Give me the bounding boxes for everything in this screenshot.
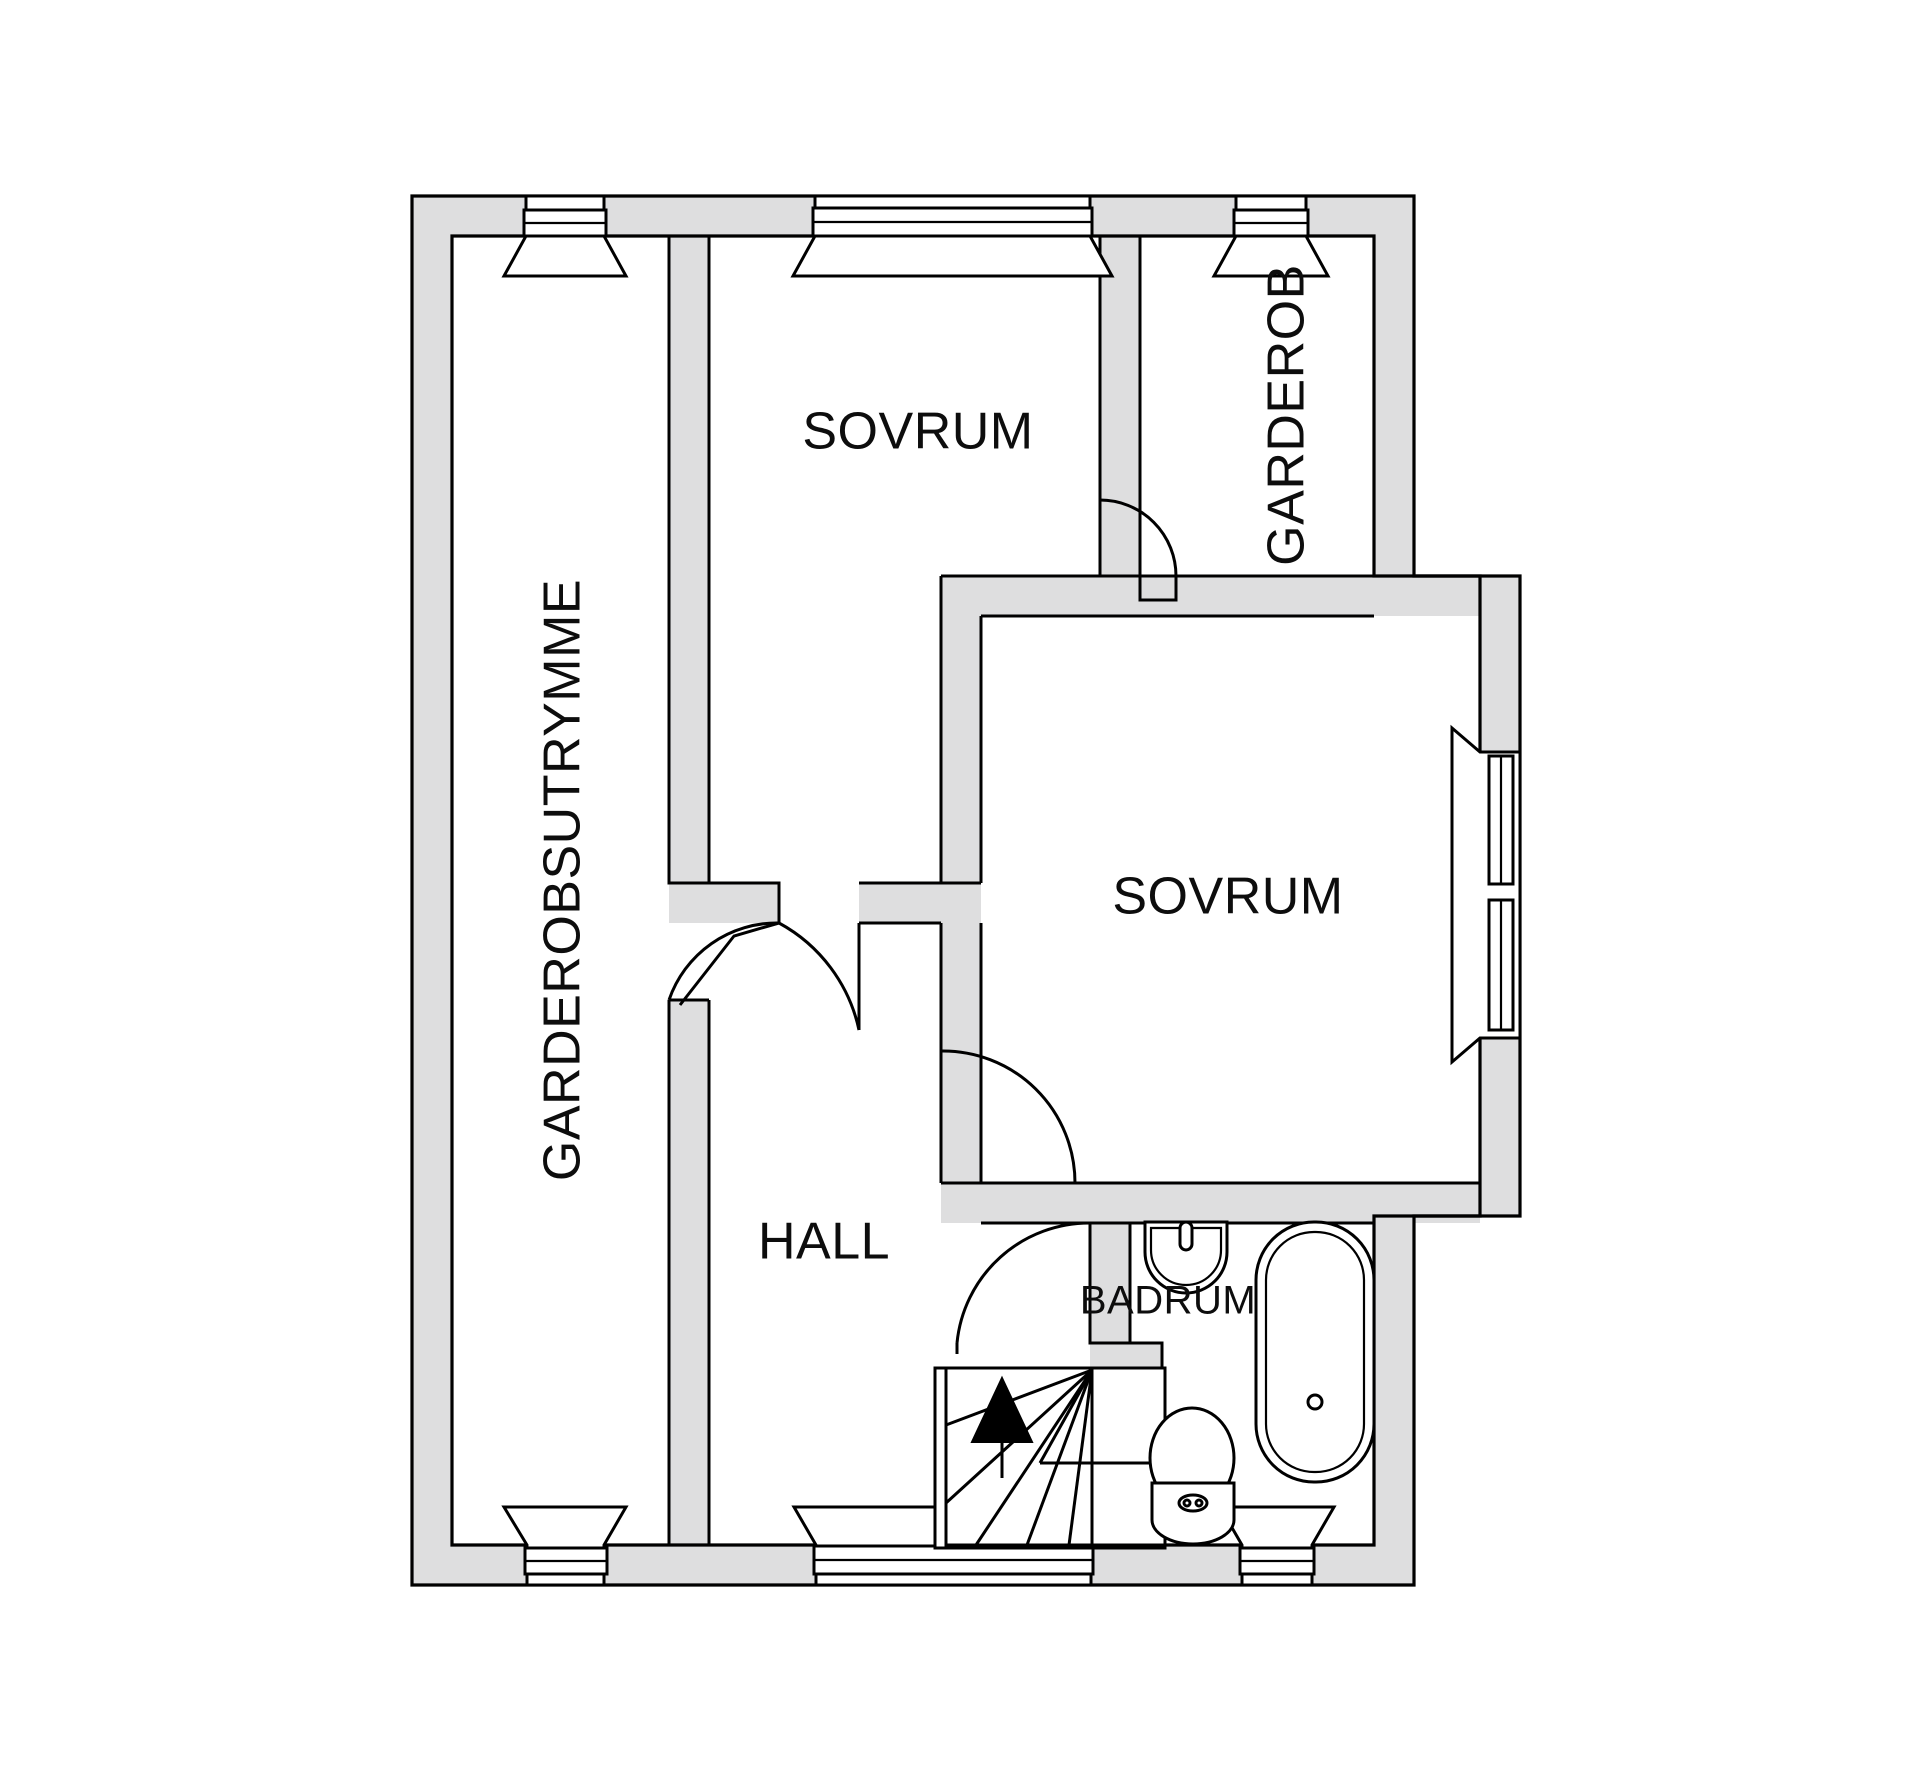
room-label-hall: HALL <box>758 1213 890 1271</box>
toilet-fixture <box>1148 1406 1236 1546</box>
bathtub-fixture <box>1254 1220 1376 1484</box>
wall-outlines <box>410 194 1522 1587</box>
door-sovrum-lower <box>940 1049 1093 1185</box>
window-top-left <box>501 194 629 278</box>
window-right <box>1450 724 1522 1066</box>
window-top-right <box>1211 194 1331 278</box>
staircase <box>933 1366 1167 1550</box>
room-label-badrum: BADRUM <box>1080 1279 1256 1323</box>
window-bottom-left <box>501 1505 629 1587</box>
room-label-garderobsutrymme: GARDEROBSUTRYMME <box>534 579 592 1181</box>
room-label-sovrum-upper: SOVRUM <box>802 403 1033 461</box>
room-label-sovrum-lower: SOVRUM <box>1112 868 1343 926</box>
window-bottom-right <box>1217 1505 1337 1587</box>
door-badrum <box>955 1221 1091 1354</box>
sink-fixture <box>1143 1220 1229 1295</box>
door-garderob <box>1098 498 1178 602</box>
door-sovrum-upper <box>778 921 861 1031</box>
window-top-center <box>790 194 1115 278</box>
door-garderobsutrymme <box>667 921 780 1006</box>
room-label-garderob: GARDEROB <box>1258 264 1316 566</box>
